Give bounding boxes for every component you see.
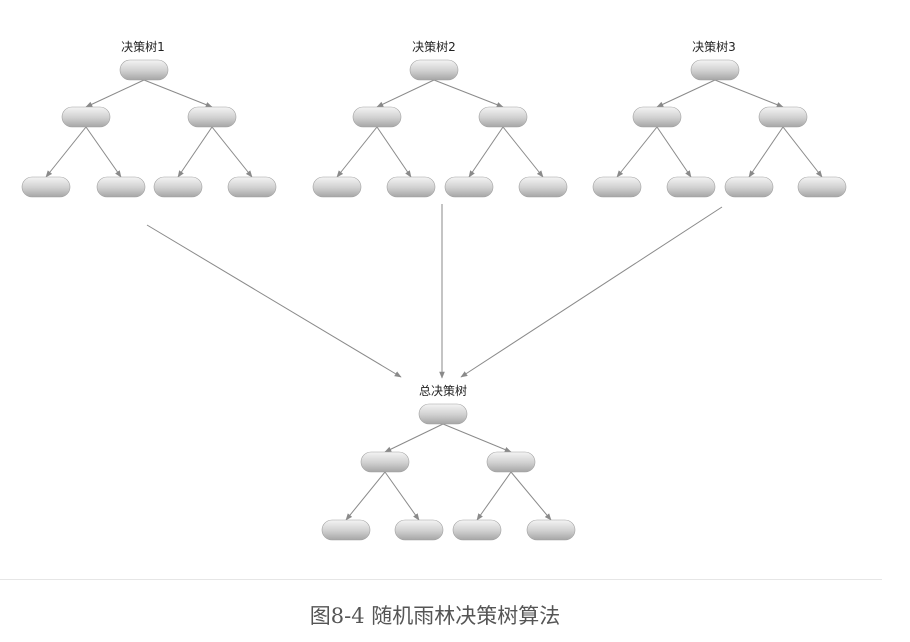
tree-3-edge-leaf-0	[616, 126, 658, 178]
combined-tree-edge-leaf-0	[345, 471, 386, 521]
merge-arrow-tree-1	[146, 224, 402, 378]
tree-1-leaf-node-3	[227, 176, 277, 198]
tree-title-2: 决策树2	[412, 39, 456, 54]
figure-caption: 图8-4 随机雨林决策树算法	[309, 604, 561, 628]
tree-1-edge-root-1	[143, 79, 213, 108]
tree-3-leaf-node-0	[592, 176, 642, 198]
tree-2-internal-node-0	[352, 106, 402, 128]
tree-2-leaf-node-0	[312, 176, 362, 198]
combined-tree-leaf-node-0	[321, 519, 371, 541]
tree-3-internal-node-0	[632, 106, 682, 128]
tree-3-leaf-node-3	[797, 176, 847, 198]
combined-tree-internal-node-0	[360, 451, 410, 473]
combined-tree-edge-root-0	[384, 423, 444, 453]
tree-2-edge-leaf-2	[468, 126, 504, 178]
tree-3-edge-leaf-2	[748, 126, 784, 178]
tree-2-edge-root-0	[376, 79, 435, 108]
tree-title-1: 决策树1	[121, 39, 165, 54]
tree-title-3: 决策树3	[692, 39, 736, 54]
tree-3-leaf-node-2	[724, 176, 774, 198]
tree-2-edge-leaf-0	[336, 126, 378, 178]
tree-3-internal-node-1	[758, 106, 808, 128]
tree-1-edge-root-0	[85, 79, 145, 108]
merge-arrow-tree-3	[460, 206, 723, 378]
tree-3-edge-root-1	[714, 79, 784, 108]
tree-2-root-node	[409, 59, 459, 81]
combined-tree-edge-leaf-3	[510, 471, 552, 521]
edges-layer	[45, 79, 823, 521]
tree-1-leaf-node-0	[21, 176, 71, 198]
divider	[0, 579, 882, 580]
tree-3-edge-leaf-3	[782, 126, 823, 178]
tree-1-root-node	[119, 59, 169, 81]
combined-tree-leaf-node-1	[394, 519, 444, 541]
combined-tree-root-node	[418, 403, 468, 425]
tree-1-internal-node-1	[187, 106, 237, 128]
nodes-layer	[21, 59, 847, 541]
tree-2-edge-leaf-1	[376, 126, 412, 178]
combined-tree-leaf-node-3	[526, 519, 576, 541]
tree-1-edge-leaf-1	[85, 126, 122, 178]
tree-1-edge-leaf-2	[177, 126, 213, 178]
tree-3-root-node	[690, 59, 740, 81]
tree-3-edge-root-0	[656, 79, 716, 108]
combined-tree-edge-leaf-2	[476, 471, 512, 521]
combined-tree-edge-root-1	[442, 423, 512, 453]
tree-2-edge-root-1	[433, 79, 504, 108]
tree-3-leaf-node-1	[666, 176, 716, 198]
combined-tree-edge-leaf-1	[384, 471, 420, 521]
tree-2-leaf-node-1	[386, 176, 436, 198]
tree-2-leaf-node-2	[444, 176, 494, 198]
combined-tree-internal-node-1	[486, 451, 536, 473]
tree-3-edge-leaf-1	[656, 126, 692, 178]
tree-2-internal-node-1	[478, 106, 528, 128]
tree-1-internal-node-0	[61, 106, 111, 128]
tree-1-leaf-node-2	[153, 176, 203, 198]
combined-tree-leaf-node-2	[452, 519, 502, 541]
tree-1-edge-leaf-3	[211, 126, 253, 178]
tree-1-edge-leaf-0	[45, 126, 87, 178]
tree-2-edge-leaf-3	[502, 126, 544, 178]
random-forest-diagram: 决策树1 决策树2 决策树3 总决策树	[21, 39, 847, 541]
combined-tree-title: 总决策树	[419, 383, 467, 398]
tree-1-leaf-node-1	[96, 176, 146, 198]
tree-2-leaf-node-3	[518, 176, 568, 198]
